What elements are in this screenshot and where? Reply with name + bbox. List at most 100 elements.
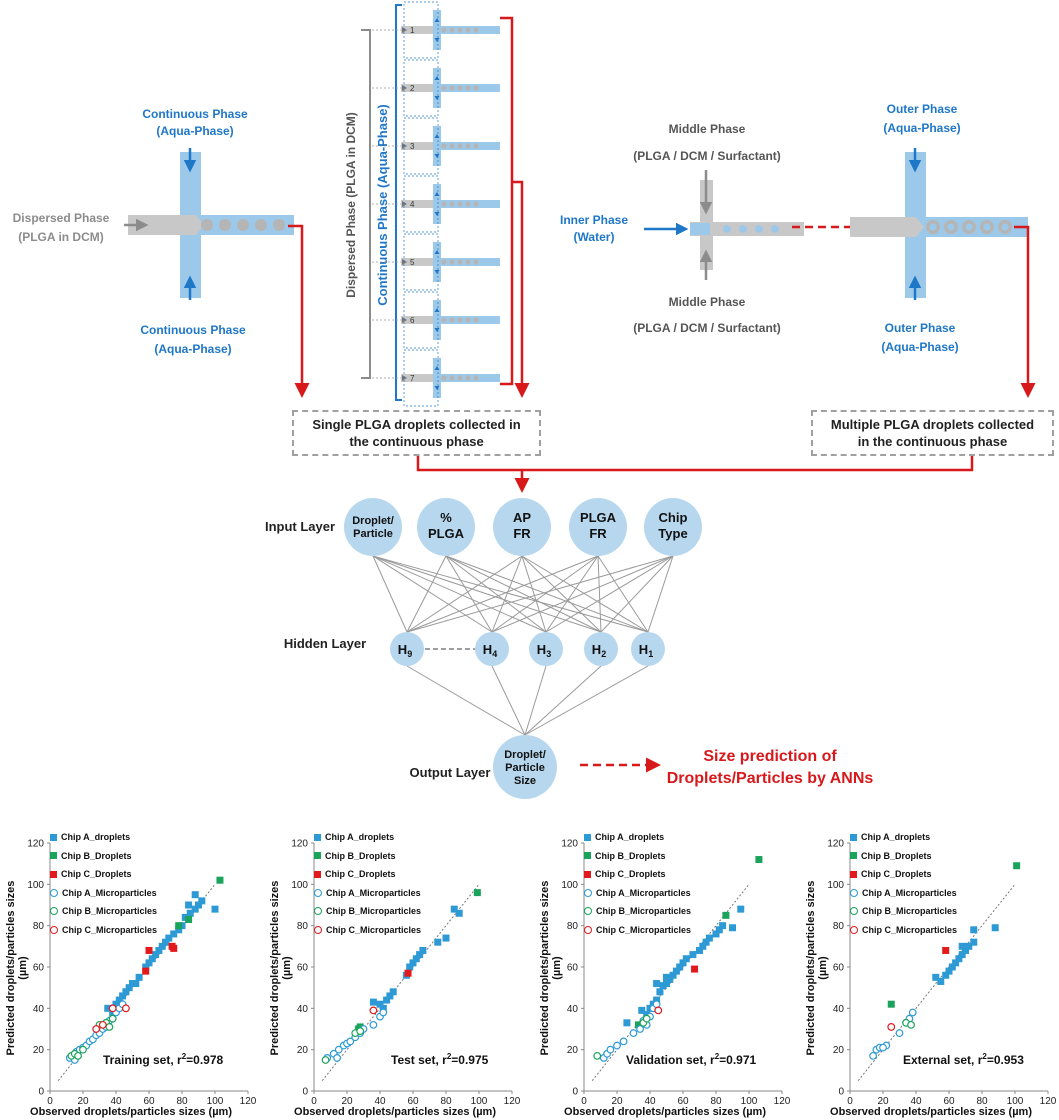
data-point-square [958, 951, 966, 959]
series-4 [321, 1027, 365, 1064]
annotation-superscript: 2 [446, 1052, 452, 1061]
data-point-square [175, 926, 183, 934]
data-point-square [416, 951, 424, 959]
data-point-square [419, 946, 427, 954]
data-point-circle [895, 1029, 904, 1038]
hidden-layer-label: Hidden Layer [284, 636, 366, 651]
legend-label: Chip A_droplets [61, 832, 131, 843]
ann-edge [600, 555, 674, 633]
legend-item: Chip B_Droplets [850, 847, 957, 866]
channel-number: 6 [410, 316, 415, 325]
channel-droplet [457, 201, 463, 207]
data-point-circle [907, 1020, 915, 1029]
channel-droplet [441, 27, 447, 33]
hidden-node: H1 [631, 632, 665, 666]
hidden-node-label: H1 [639, 642, 653, 659]
data-point-square [942, 971, 950, 979]
channel-down-arrow-icon [434, 38, 440, 42]
legend-item: Chip C_Microparticles [584, 921, 691, 940]
data-point-square [104, 1004, 112, 1012]
hidden-node-subscript: 1 [648, 649, 653, 659]
series-1 [634, 856, 763, 1029]
ann-edge [406, 555, 523, 633]
hidden-node-subscript: 3 [546, 649, 551, 659]
y-tick-label: 40 [297, 1004, 309, 1015]
legend-label: Chip C_Droplets [325, 869, 396, 880]
ann-edge [521, 555, 547, 633]
x-tick-label: 80 [710, 1096, 722, 1107]
output-node-label: Droplet/ [504, 749, 546, 761]
x-tick-label: 60 [677, 1096, 689, 1107]
data-point-square [376, 1000, 384, 1008]
data-point-circle [108, 1004, 117, 1013]
channel-inlet [401, 142, 437, 150]
channel-number: 7 [410, 374, 415, 383]
data-point-square [952, 959, 960, 967]
input-node-circle [644, 498, 702, 556]
channel-droplet [457, 259, 463, 265]
channel-arrow-icon [402, 317, 407, 323]
channel-droplet [465, 27, 471, 33]
x-tick-label: 120 [504, 1096, 521, 1107]
dispersed-phase-line2: (PLGA in DCM) [18, 230, 104, 244]
data-point-square [216, 876, 224, 884]
annotation-superscript: 2 [714, 1052, 720, 1061]
output-node-label: Particle [505, 762, 545, 774]
y-tick-label: 100 [291, 880, 308, 891]
ann-edge [445, 555, 602, 633]
data-point-circle [629, 1029, 638, 1038]
channel-frame [403, 291, 439, 349]
legend-circle-marker [314, 907, 322, 916]
data-point-square [132, 980, 140, 988]
data-point-square [705, 934, 713, 942]
legend-label: Chip C_Microparticles [326, 924, 422, 935]
legend-item: Chip B_Droplets [314, 847, 421, 866]
legend-label: Chip A_Microparticles [862, 887, 957, 898]
y-tick-label: 0 [572, 1087, 578, 1098]
data-point-square [663, 980, 670, 988]
channel-down-arrow-icon [434, 212, 440, 216]
data-point-square [142, 963, 150, 971]
y-tick-label: 120 [291, 839, 308, 850]
input-node-label: FR [589, 526, 607, 541]
hidden-node-label: H4 [483, 642, 497, 659]
x-axis-label: Observed droplets/particles sizes (µm) [564, 1106, 766, 1118]
x-tick-label: 60 [407, 1096, 419, 1107]
y-tick-label: 80 [33, 921, 45, 932]
data-point-circle [379, 1008, 388, 1017]
ann-edge [524, 665, 602, 736]
data-point-square [638, 1006, 646, 1014]
channel-frame [403, 349, 439, 407]
single-continuous-top-line1: Continuous Phase [142, 107, 248, 121]
input-node-label: PLGA [428, 526, 465, 541]
y-tick-label: 20 [297, 1045, 309, 1056]
data-point-circle [74, 1051, 82, 1060]
legend-label: Chip A_droplets [325, 832, 395, 843]
hidden-node-label: H9 [398, 642, 412, 659]
data-point-square [970, 938, 978, 946]
ann-edge [597, 555, 602, 633]
channel-cross [433, 126, 441, 166]
y-tick-label: 0 [302, 1087, 308, 1098]
channel-droplet [473, 375, 479, 381]
hidden-node-subscript: 9 [407, 649, 412, 659]
input-node-label: FR [513, 526, 531, 541]
data-point-square [712, 930, 720, 938]
channel-droplet [457, 143, 463, 149]
annotation-text: Training set, r [103, 1053, 182, 1067]
x-tick-label: 20 [877, 1096, 889, 1107]
legend-square-marker [584, 833, 591, 841]
channel-droplet [465, 201, 471, 207]
data-point-circle [642, 1014, 651, 1023]
channel-down-arrow-icon [434, 328, 440, 332]
merge-line [416, 455, 974, 472]
y-tick-label: 120 [27, 839, 44, 850]
data-point-square [955, 955, 963, 963]
data-point-square [404, 969, 412, 977]
annotation-value: =0.975 [451, 1053, 489, 1067]
legend-item: Chip A_droplets [850, 828, 957, 847]
x-tick-label: 40 [374, 1096, 386, 1107]
x-tick-label: 80 [176, 1096, 188, 1107]
fit-annotation: External set, r2=0.953 [903, 1052, 1024, 1067]
